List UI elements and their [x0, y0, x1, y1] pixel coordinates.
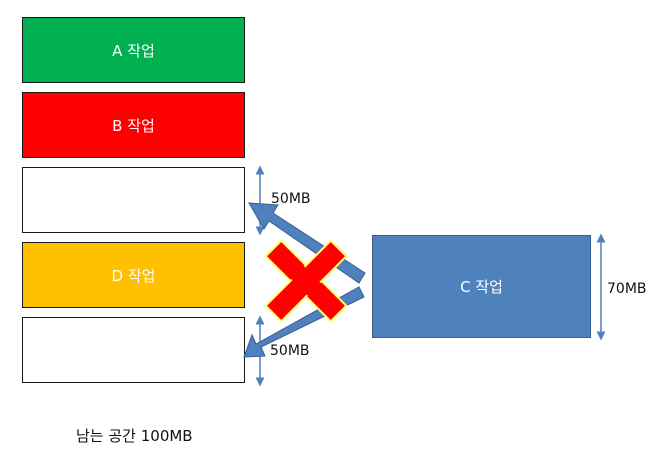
- free-space-bottom-size: 50MB: [270, 343, 310, 359]
- free-space-block-top: [22, 167, 245, 233]
- job-a-block: A 작업: [22, 17, 245, 83]
- job-c-label: C 작업: [460, 278, 503, 296]
- job-b-label: B 작업: [112, 116, 155, 135]
- job-d-label: D 작업: [111, 266, 156, 285]
- job-c-block: C 작업: [372, 235, 591, 338]
- job-d-block: D 작업: [22, 242, 245, 308]
- job-b-block: B 작업: [22, 92, 245, 158]
- job-c-size: 70MB: [607, 281, 647, 297]
- x-mark-icon: [264, 239, 348, 323]
- free-space-block-bottom: [22, 317, 245, 383]
- job-a-label: A 작업: [112, 41, 155, 60]
- remaining-space-text: 남는 공간 100MB: [76, 427, 193, 445]
- free-space-top-size: 50MB: [271, 191, 311, 207]
